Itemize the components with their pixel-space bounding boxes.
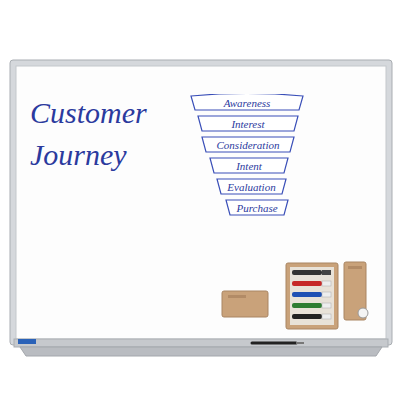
- funnel-band: Consideration: [201, 136, 295, 153]
- band-label: Interest: [197, 115, 299, 132]
- band-label: Awareness: [190, 94, 304, 111]
- band-label: Consideration: [201, 136, 295, 153]
- band-label: Evaluation: [216, 178, 287, 195]
- funnel-band: Evaluation: [216, 178, 287, 195]
- funnel-band: Interest: [197, 115, 299, 132]
- band-shape: [191, 94, 303, 110]
- band-shape: [210, 158, 288, 173]
- handwritten-title: Customer Journey: [30, 92, 180, 176]
- band-shape: [202, 137, 294, 152]
- band-shape: [226, 200, 288, 215]
- funnel-band: Intent: [209, 157, 289, 174]
- funnel-band: Awareness: [190, 94, 304, 111]
- band-label: Intent: [209, 157, 289, 174]
- band-label: Purchase: [225, 199, 289, 216]
- band-shape: [198, 116, 298, 131]
- band-shape: [217, 179, 286, 194]
- funnel-band: Purchase: [225, 199, 289, 216]
